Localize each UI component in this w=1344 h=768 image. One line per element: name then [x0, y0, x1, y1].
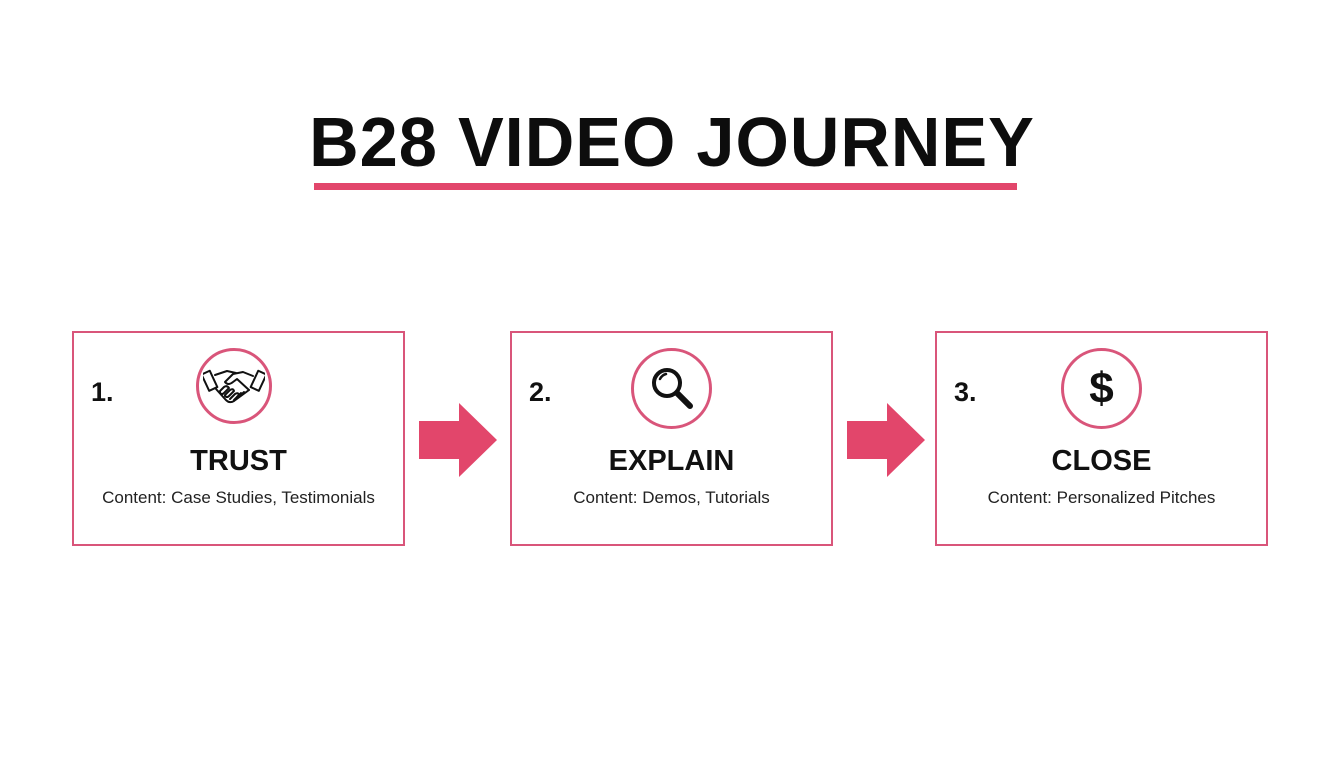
stage-content: Content: Case Studies, Testimonials — [102, 488, 375, 507]
title-underline — [314, 183, 1017, 190]
icon-badge — [196, 348, 272, 424]
stage-title: CLOSE — [1051, 445, 1152, 477]
stage-title: TRUST — [190, 445, 287, 477]
arrow-right-icon — [419, 403, 497, 477]
stage-content: Content: Demos, Tutorials — [573, 488, 770, 507]
page-title: B28 VIDEO JOURNEY — [309, 103, 1035, 181]
step-number: 3. — [954, 377, 977, 407]
handshake-icon — [203, 369, 265, 404]
step-card-trust: 1. TRUST Content: Case Studies, Testimon… — [72, 331, 405, 546]
step-number: 1. — [91, 377, 114, 407]
icon-badge: $ — [1061, 348, 1142, 429]
stage-content: Content: Personalized Pitches — [987, 488, 1216, 507]
step-card-close: 3. $ CLOSE Content: Personalized Pitches — [935, 331, 1268, 546]
magnifier-icon — [651, 367, 693, 409]
icon-badge — [631, 348, 712, 429]
dollar-icon: $ — [1089, 363, 1114, 413]
step-number: 2. — [529, 377, 552, 407]
step-card-explain: 2. EXPLAIN Content: Demos, Tutorials — [510, 331, 833, 546]
arrow-right-icon — [847, 403, 925, 477]
stage-title: EXPLAIN — [608, 445, 735, 477]
